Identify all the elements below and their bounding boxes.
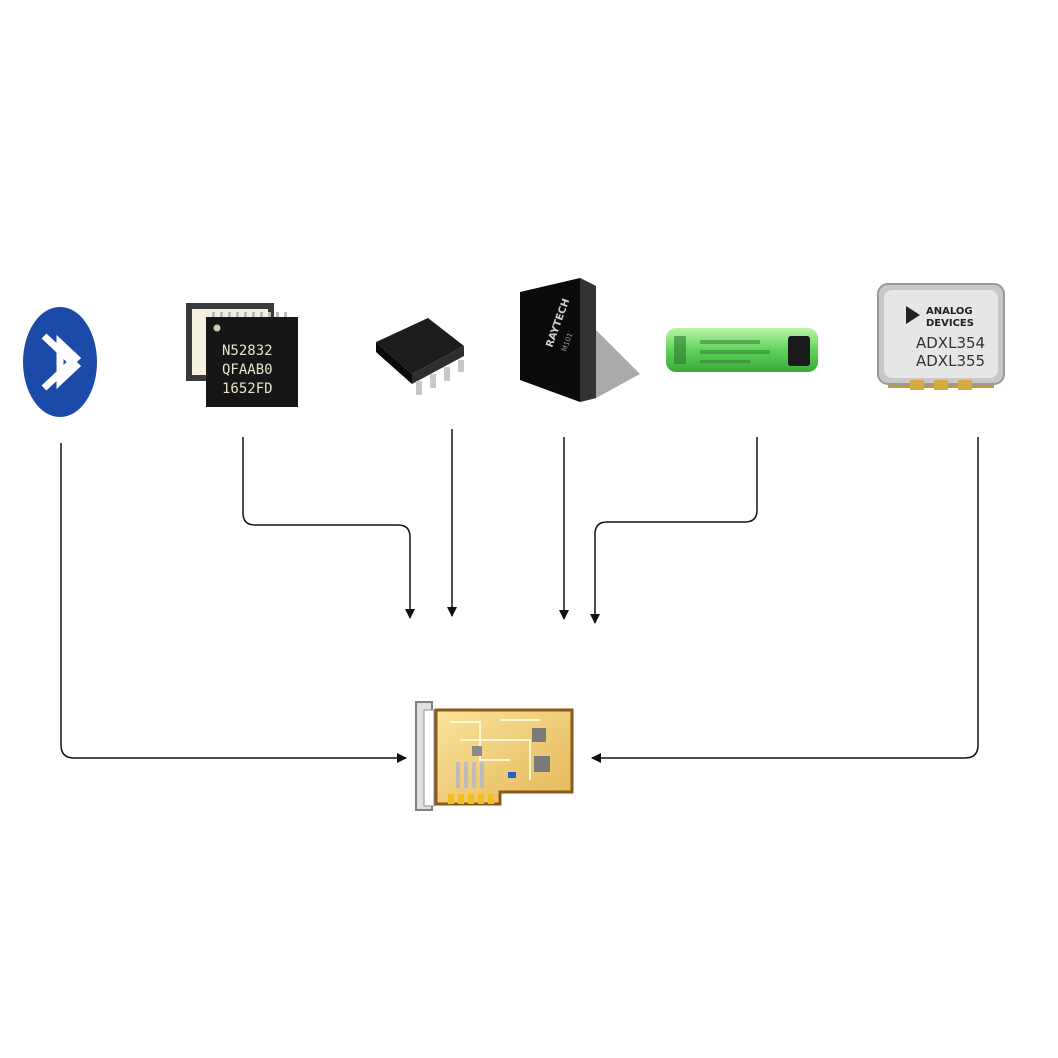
accel-part-2: ADXL355 bbox=[916, 352, 985, 370]
soic-chip-icon bbox=[376, 318, 464, 395]
connections bbox=[60, 429, 979, 763]
accelerometer-chip-icon: ANALOG DEVICES ADXL354 ADXL355 bbox=[877, 283, 1005, 390]
lithium-battery-icon bbox=[666, 328, 818, 372]
module-chip-icon: RAYTECH M101 bbox=[520, 278, 640, 402]
mcu-line-2: QFAAB0 bbox=[222, 362, 273, 378]
mcu-line-1: N52832 bbox=[222, 343, 273, 359]
arrow-mcu-to-card bbox=[242, 437, 415, 619]
arrow-accel-to-card bbox=[591, 437, 979, 763]
arrow-battery-to-card bbox=[590, 437, 758, 624]
mcu-chip-icon: N52832 QFAAB0 1652FD bbox=[186, 303, 298, 407]
mcu-line-3: 1652FD bbox=[222, 381, 273, 397]
arrow-bluetooth-to-card bbox=[60, 443, 407, 763]
pci-card-icon bbox=[415, 701, 574, 811]
bluetooth-icon bbox=[23, 307, 97, 417]
accel-brand-2: DEVICES bbox=[926, 318, 974, 329]
accel-brand-1: ANALOG bbox=[926, 306, 973, 317]
accel-part-1: ADXL354 bbox=[916, 334, 985, 352]
